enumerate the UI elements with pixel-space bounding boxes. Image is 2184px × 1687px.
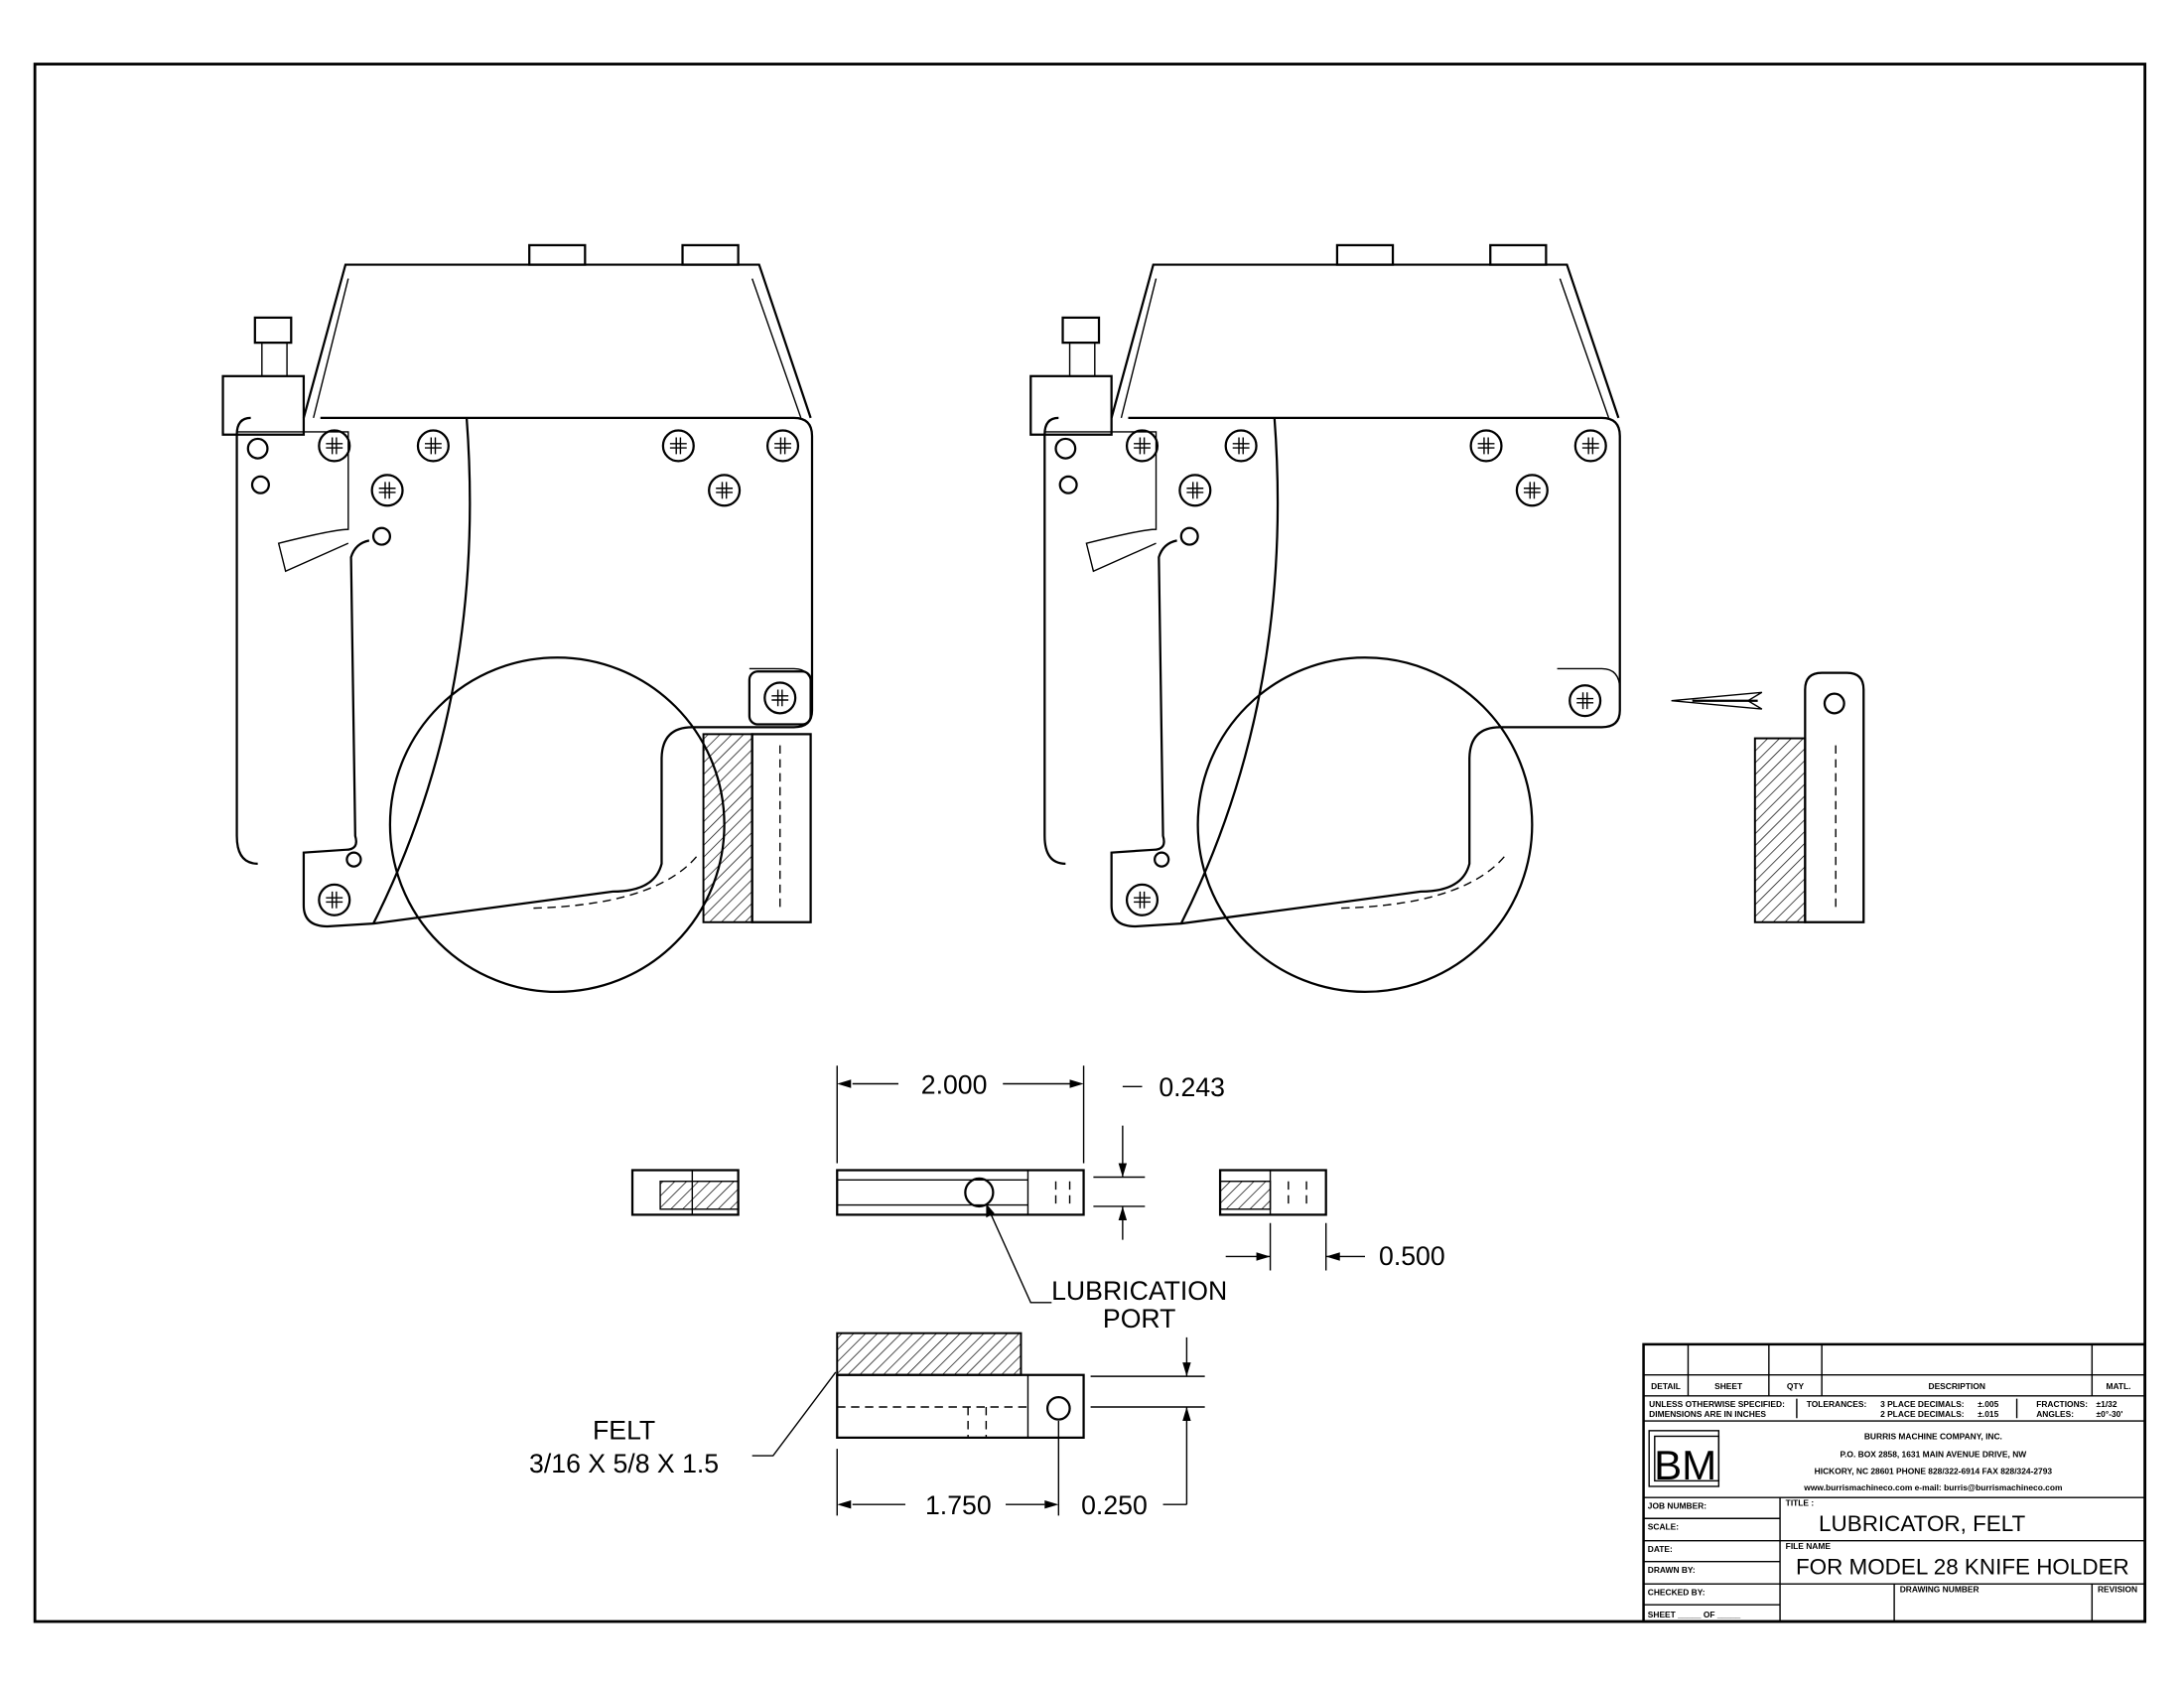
place3-label: 3 PLACE DECIMALS: [1880,1399,1965,1409]
job-number-label: JOB NUMBER: [1648,1500,1706,1510]
company-name: BURRIS MACHINE COMPANY, INC. [1864,1431,2002,1441]
place2-value: ±.015 [1978,1409,1998,1419]
date-label: DATE: [1648,1544,1673,1554]
dimension-2000: 2.000 [921,1069,988,1099]
title-block: DETAIL SHEET QTY DESCRIPTION MATL. UNLES… [1642,1342,2146,1623]
place3-value: ±.005 [1978,1399,1998,1409]
tolerance-note-1: UNLESS OTHERWISE SPECIFIED: [1649,1399,1785,1409]
company-address: P.O. BOX 2858, 1631 MAIN AVENUE DRIVE, N… [1841,1450,2027,1460]
place2-label: 2 PLACE DECIMALS: [1880,1409,1965,1419]
drawn-by-label: DRAWN BY: [1648,1565,1696,1575]
header-description: DESCRIPTION [1929,1381,1985,1391]
dimension-0500: 0.500 [1379,1241,1445,1271]
title-label: TITLE : [1786,1498,1814,1508]
drawing-title: LUBRICATOR, FELT [1819,1511,2025,1536]
file-name-label: FILE NAME [1786,1541,1832,1551]
drawing-number-label: DRAWING NUMBER [1900,1585,1979,1595]
svg-text:BM: BM [1654,1442,1716,1488]
lubrication-label: LUBRICATION [1051,1276,1227,1306]
header-sheet: SHEET [1714,1381,1743,1391]
company-phone: HICKORY, NC 28601 PHONE 828/322-6914 FAX… [1815,1466,2053,1476]
dimension-0250: 0.250 [1081,1490,1148,1520]
company-web-email: www.burrismachineco.com e-mail: burris@b… [1803,1482,2062,1492]
assembly-view-removed [1030,245,1619,992]
sheet-of-label: SHEET _____ OF _____ [1648,1610,1741,1619]
angles-label: ANGLES: [2036,1409,2074,1419]
company-logo: BM [1648,1430,1720,1488]
felt-block [702,733,753,923]
detail-views: 2.000 0.243 0.500 LUBRICATION PORT 1.750… [529,1065,1445,1520]
lubricator-exploded [1671,671,1865,923]
drawing-border [33,63,2147,1623]
fractions-label: FRACTIONS: [2036,1399,2088,1409]
tolerance-note-2: DIMENSIONS ARE IN INCHES [1649,1409,1766,1419]
header-qty: QTY [1787,1381,1805,1391]
file-name: FOR MODEL 28 KNIFE HOLDER [1796,1554,2129,1579]
tolerances-label: TOLERANCES: [1807,1399,1867,1409]
dimension-1750: 1.750 [925,1490,992,1520]
header-matl: MATL. [2106,1381,2130,1391]
revision-label: REVISION [2098,1585,2137,1595]
felt-label: FELT [593,1415,655,1445]
header-detail: DETAIL [1651,1381,1681,1391]
angles-value: ±0°-30' [2097,1409,2123,1419]
checked-by-label: CHECKED BY: [1648,1587,1706,1597]
dimension-0243: 0.243 [1159,1072,1225,1102]
scale-label: SCALE: [1648,1521,1679,1531]
assembly-view-installed [223,245,812,992]
fractions-value: ±1/32 [2097,1399,2117,1409]
port-label: PORT [1103,1304,1176,1334]
felt-size-label: 3/16 X 5/8 X 1.5 [529,1449,719,1478]
